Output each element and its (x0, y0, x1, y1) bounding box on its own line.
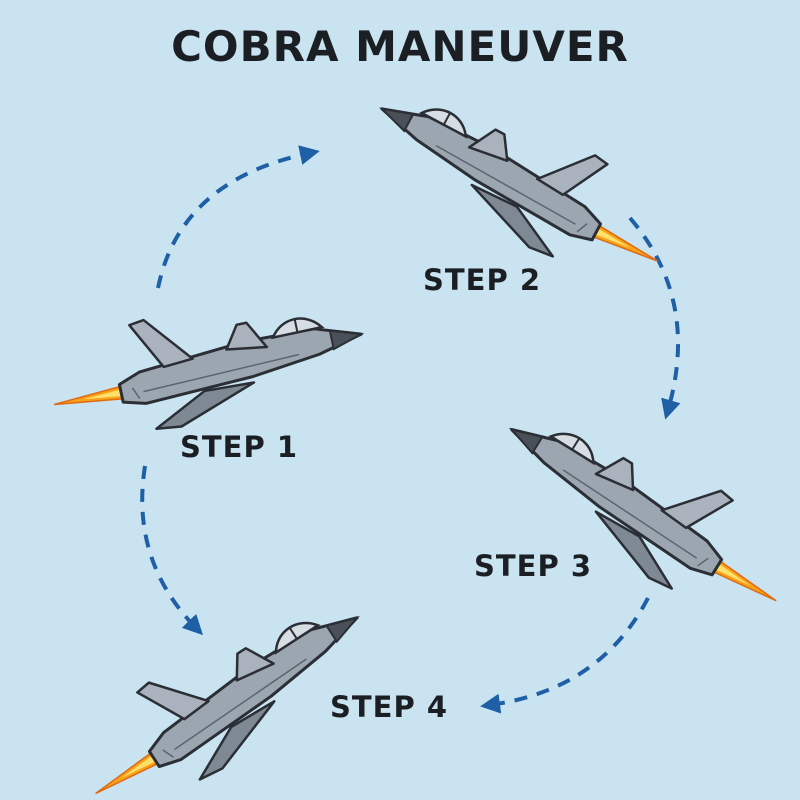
step-2-label: STEP 2 (423, 263, 542, 297)
fighter-jet-icon-step-1 (39, 274, 374, 453)
fighter-jet-icon-step-4 (59, 566, 388, 800)
arrow-step3-to-step4 (480, 597, 650, 714)
step-1-label: STEP 1 (180, 430, 299, 464)
arrow-step1-to-step2 (156, 145, 320, 289)
step-3-label: STEP 3 (474, 549, 593, 583)
arrow-step2-to-step3 (628, 216, 681, 420)
diagram-title: COBRA MANEUVER (171, 22, 629, 71)
step-4-label: STEP 4 (330, 690, 449, 724)
arrow-step1-to-step4 (140, 465, 203, 636)
fighter-jet-icon-step-3 (482, 377, 800, 643)
